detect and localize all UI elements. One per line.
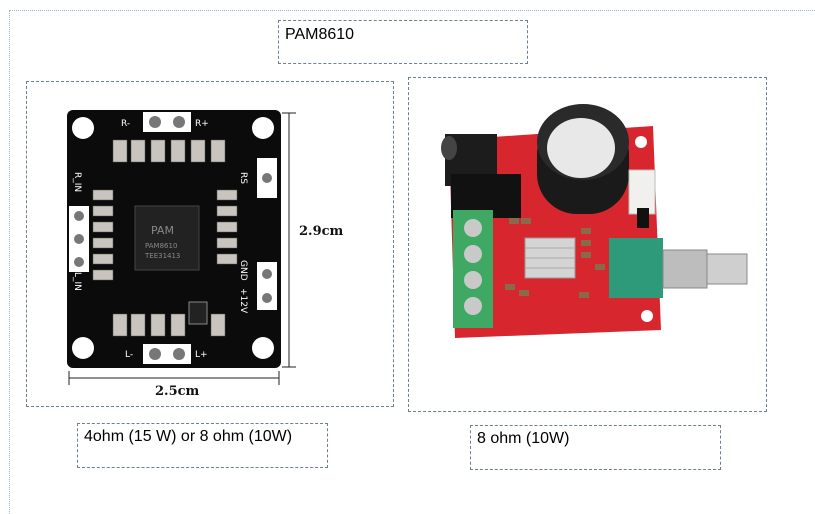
- left-board-image[interactable]: R- R+ L- L+ R_IN L_IN RS GND +12V: [26, 81, 394, 407]
- page-margin-guide: [9, 10, 815, 514]
- mount-hole: [72, 337, 94, 359]
- label-l-in: L_IN: [72, 272, 82, 291]
- power-connector: [628, 169, 656, 215]
- label-l-plus: L+: [195, 350, 208, 360]
- heatsink: [524, 237, 576, 279]
- mount-hole: [72, 117, 94, 139]
- dimension-lines: [68, 112, 296, 385]
- label-r-minus: R-: [121, 119, 130, 129]
- right-board-image[interactable]: [408, 77, 767, 412]
- red-board-illustration: [441, 104, 748, 338]
- label-l-minus: L-: [125, 350, 133, 360]
- black-board-illustration: R- R+ L- L+ R_IN L_IN RS GND +12V: [67, 110, 344, 399]
- chip-brand: PAM: [151, 224, 174, 237]
- chip-line2: TEE31413: [144, 252, 180, 260]
- right-caption-textbox[interactable]: 8 ohm (10W): [470, 425, 721, 470]
- label-r-plus: R+: [195, 119, 209, 129]
- smd-components: [92, 139, 238, 337]
- label-r-in: R_IN: [72, 172, 82, 192]
- speaker-terminal: [453, 210, 493, 328]
- left-caption-text: 4ohm (15 W) or 8 ohm (10W): [84, 428, 293, 445]
- right-caption-text: 8 ohm (10W): [477, 430, 570, 447]
- title-textbox[interactable]: PAM8610: [278, 20, 528, 64]
- mount-hole: [252, 337, 274, 359]
- height-dimension-label: 2.9cm: [299, 224, 344, 239]
- smd-components: [505, 218, 605, 298]
- label-gnd: GND: [238, 260, 248, 281]
- title-text: PAM8610: [285, 26, 355, 43]
- width-dimension-label: 2.5cm: [155, 384, 200, 399]
- label-12v: +12V: [238, 288, 248, 314]
- volume-potentiometer: [609, 238, 748, 298]
- mount-hole: [252, 117, 274, 139]
- capacitor: [537, 104, 629, 214]
- left-caption-textbox[interactable]: 4ohm (15 W) or 8 ohm (10W): [77, 423, 328, 468]
- chip-line1: PAM8610: [145, 242, 177, 250]
- label-rs: RS: [238, 172, 248, 184]
- pam-chip: [134, 205, 200, 271]
- jumper: [637, 208, 649, 228]
